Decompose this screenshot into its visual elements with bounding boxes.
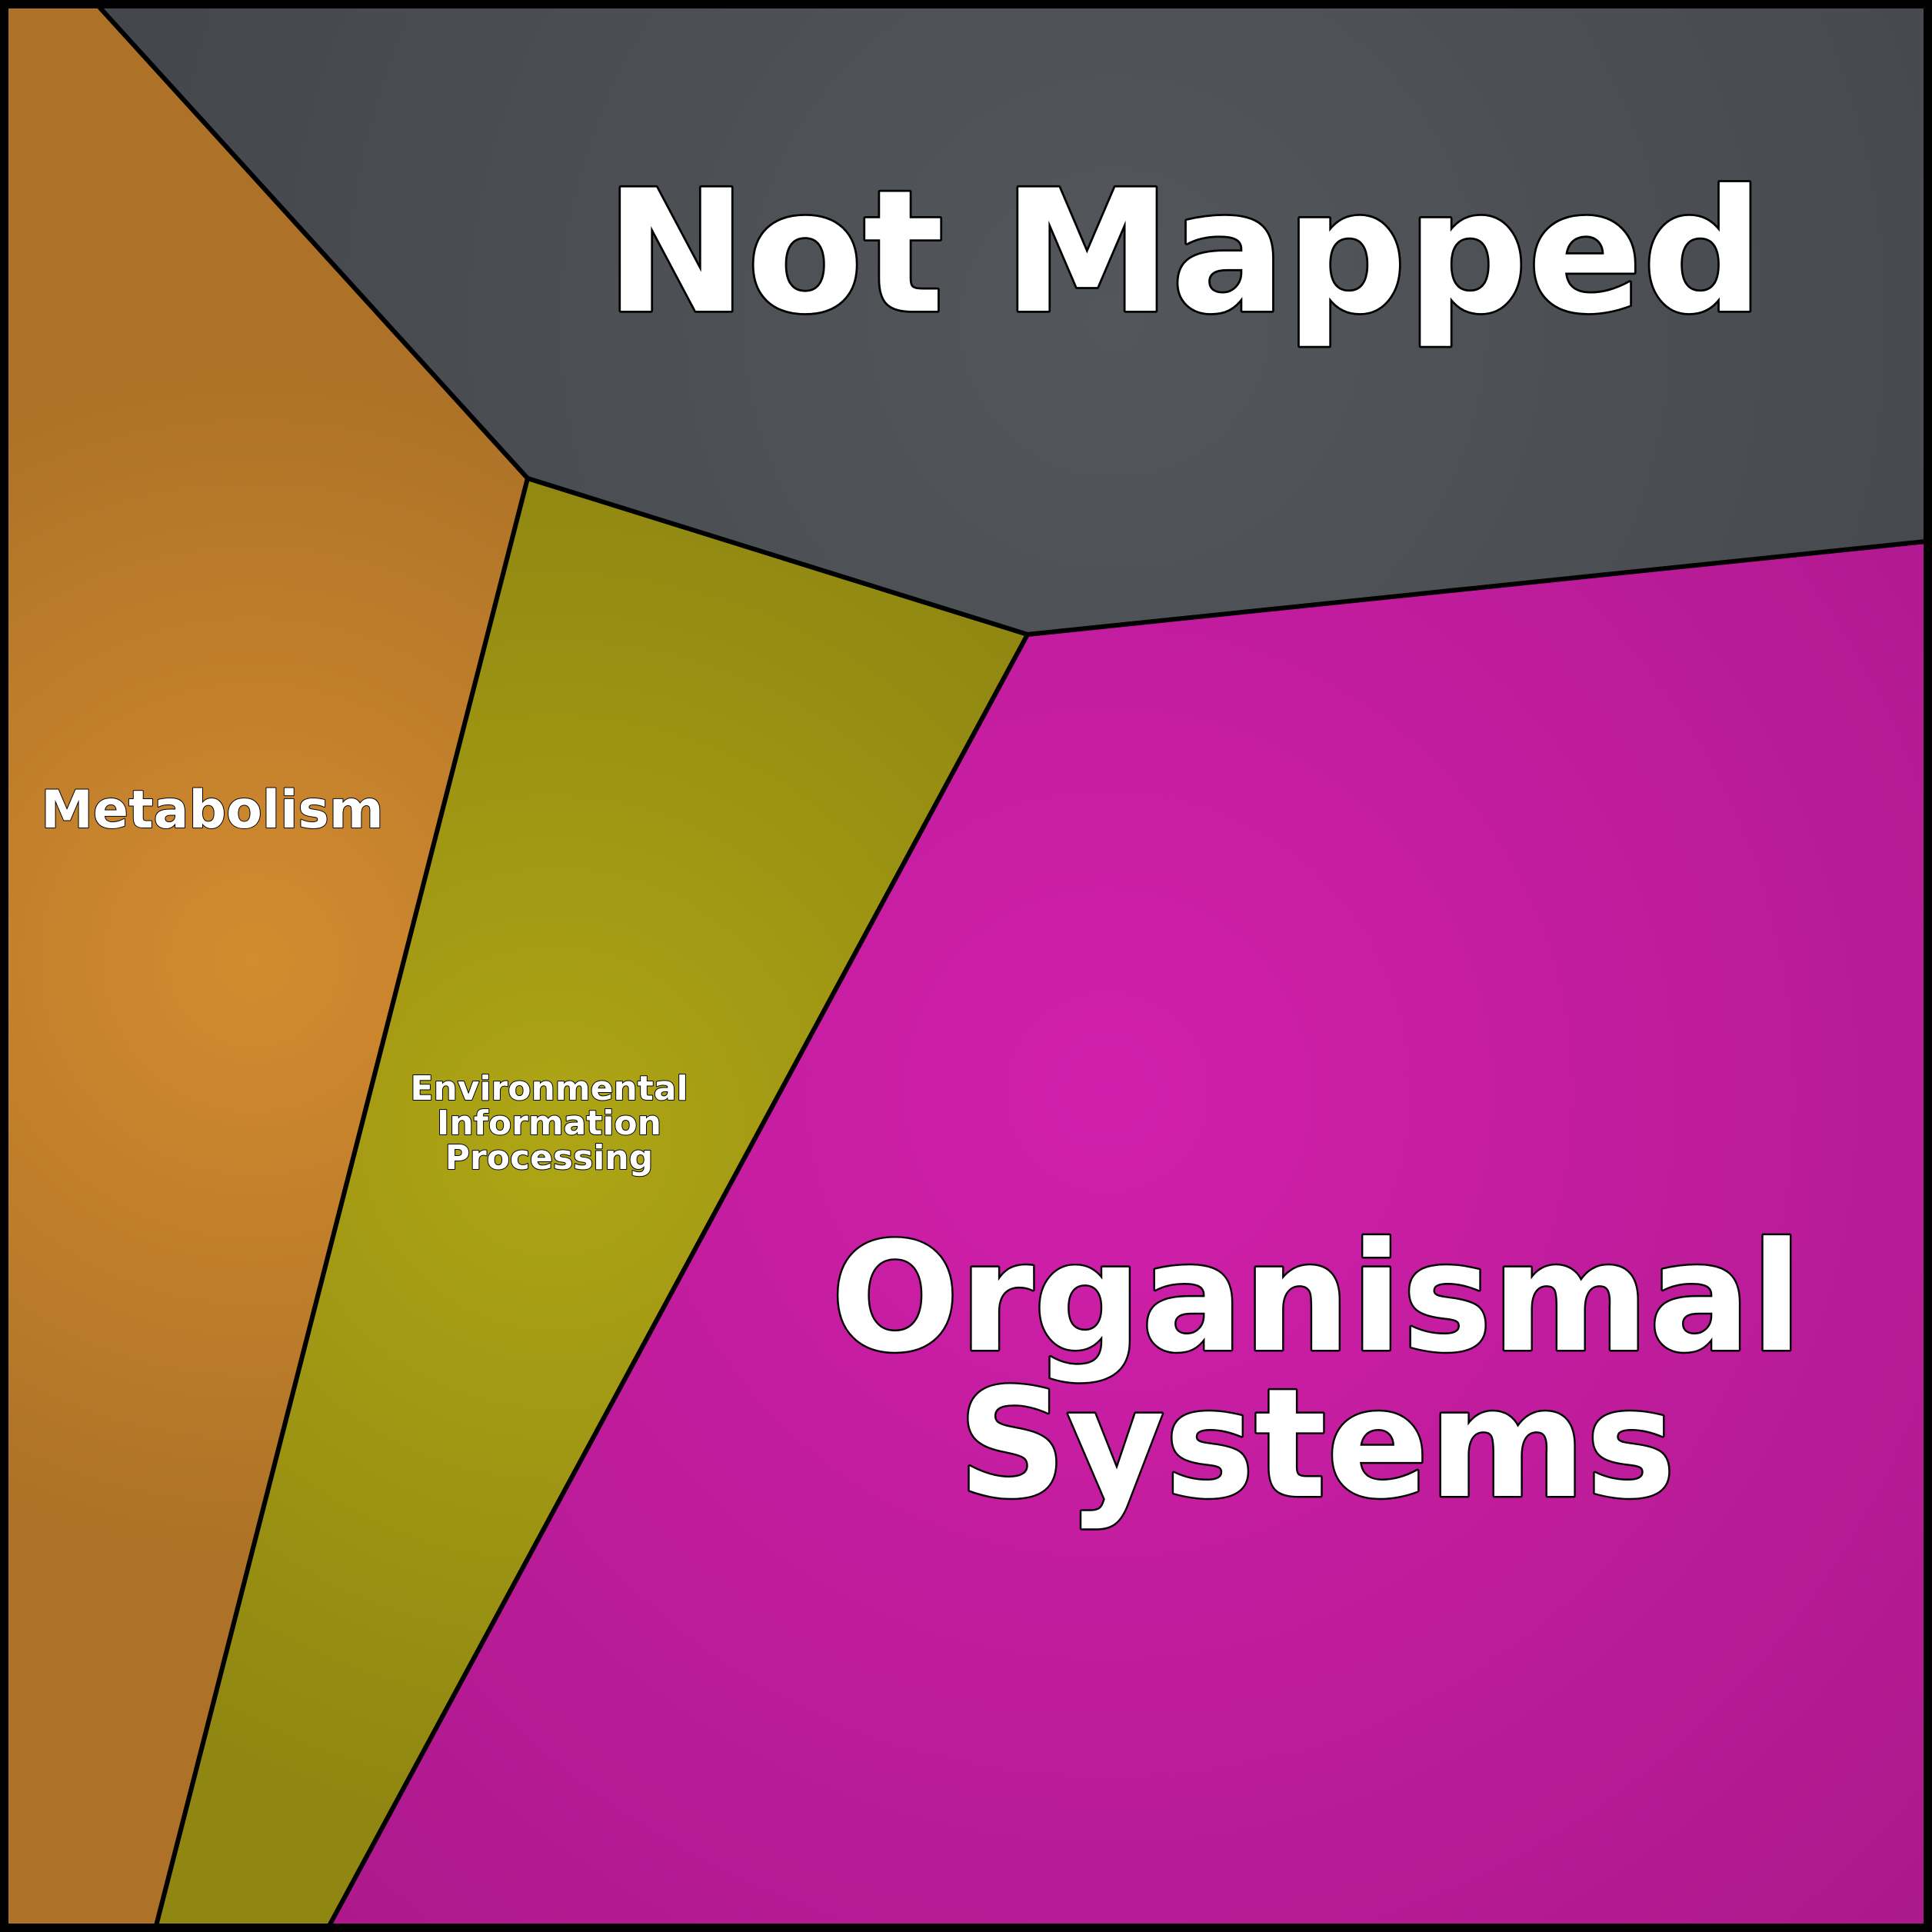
cell-label-line: Systems [958, 1357, 1675, 1532]
cell-label-line: Processing [445, 1138, 653, 1178]
cell-label-line: Environmental [410, 1069, 688, 1108]
cell-label-metabolism: Metabolism [41, 780, 384, 841]
cell-label-line: Organismal [831, 1211, 1803, 1386]
cell-label-not-mapped: Not Mapped [605, 154, 1764, 351]
cell-label-line: Metabolism [41, 780, 384, 841]
cell-label-line: Information [437, 1104, 661, 1143]
cell-label-line: Not Mapped [605, 154, 1764, 351]
